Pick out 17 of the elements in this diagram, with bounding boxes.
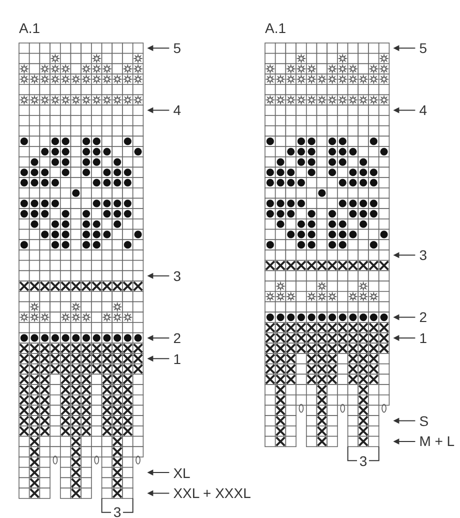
row-number: 5 (173, 40, 181, 56)
row-number: 4 (419, 102, 427, 118)
chart-title: A.1 (19, 20, 40, 36)
row-number: 3 (173, 268, 181, 284)
row-number: 1 (419, 330, 427, 346)
size-label: M + L (419, 433, 455, 450)
row-number: 2 (419, 309, 427, 326)
row-number: 1 (173, 350, 181, 367)
row-number: 2 (173, 330, 181, 346)
row-number: 3 (419, 247, 427, 264)
row-number: 5 (419, 40, 427, 56)
row-number: 4 (173, 102, 181, 118)
size-label: XXL + XXXL (173, 485, 251, 502)
size-label: S (419, 412, 429, 429)
size-label: XL (173, 464, 190, 481)
stitch-count: 3 (111, 504, 124, 518)
chart-title: A.1 (265, 20, 286, 36)
